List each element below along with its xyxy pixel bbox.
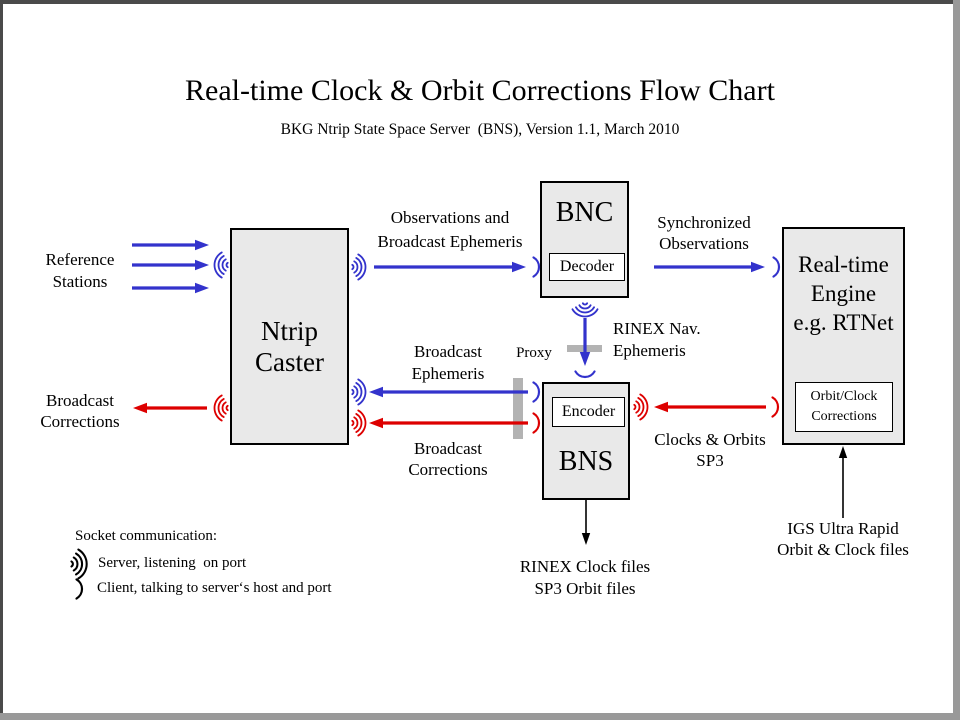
label-broadcast-ephemeris: Broadcast Ephemeris (411, 342, 485, 383)
label-rinex-files: RINEX Clock files SP3 Orbit files (519, 557, 651, 598)
label-broadcast-corrections-out: Broadcast Corrections (40, 391, 120, 431)
server-socket-icon (351, 409, 367, 437)
client-socket-icon (532, 381, 541, 403)
node-bns-encoder: Encoder (552, 397, 625, 427)
label-synchronized: Synchronized Observations (657, 213, 751, 253)
frame-left (0, 0, 3, 720)
label-observations: Observations and Broadcast Ephemeris (377, 208, 523, 251)
client-socket-icon (532, 412, 541, 434)
label-proxy: Proxy (516, 345, 552, 361)
arrowhead-rinex-nav (579, 352, 591, 366)
node-realtime-engine: Real-time Engine e.g. RTNet Orbit/Clock … (782, 227, 905, 445)
client-socket-icon (532, 256, 541, 278)
page-subtitle: BKG Ntrip State Space Server (BNS), Vers… (280, 121, 680, 138)
legend-server-socket-icon (70, 548, 88, 580)
server-socket-icon (351, 253, 367, 281)
node-bnc-decoder: Decoder (549, 253, 625, 281)
node-bnc-label: BNC (555, 197, 614, 228)
arrowhead-clocks-orbits (654, 401, 668, 413)
node-ntrip-caster: Ntrip Caster (230, 228, 349, 445)
label-clocks-orbits: Clocks & Orbits SP3 (654, 430, 766, 470)
node-orbit-clock-corrections: Orbit/Clock Corrections (795, 382, 893, 432)
arrowhead-observations (512, 261, 526, 273)
legend-heading: Socket communication: (75, 528, 218, 544)
frame-bottom (0, 713, 960, 720)
legend-client-label: Client, talking to server‘s host and por… (97, 580, 332, 596)
arrowhead-reference-2 (195, 259, 209, 271)
legend-server-label: Server, listening on port (98, 555, 247, 571)
node-realtime-engine-label: Real-time Engine e.g. RTNet (793, 252, 894, 335)
client-socket-icon (574, 370, 596, 379)
arrowhead-synchronized (751, 261, 765, 273)
label-rinex-nav: RINEX Nav. Ephemeris (613, 319, 701, 360)
arrowhead-broadcast-corrections-mid (369, 417, 383, 429)
label-reference-stations: Reference Stations (45, 250, 115, 291)
page-title: Real-time Clock & Orbit Corrections Flow… (185, 74, 775, 107)
server-socket-icon (351, 378, 367, 406)
arrowhead-rinex-files (581, 533, 591, 545)
node-bns: Encoder BNS (542, 382, 630, 500)
arrowhead-igs-files (838, 446, 848, 458)
legend-client-socket-icon (75, 578, 84, 600)
node-bnc: BNC Decoder (540, 181, 629, 298)
label-broadcast-corrections-mid: Broadcast Corrections (408, 439, 488, 479)
server-socket-icon (571, 302, 599, 318)
frame-right (953, 0, 960, 720)
proxy-bar-vertical (513, 378, 523, 439)
arrowhead-reference-1 (195, 239, 209, 251)
server-socket-icon (633, 393, 649, 421)
node-ntrip-caster-label: Ntrip Caster (255, 316, 324, 377)
arrowhead-reference-3 (195, 282, 209, 294)
label-igs-files: IGS Ultra Rapid Orbit & Clock files (777, 519, 909, 559)
server-socket-icon (213, 394, 229, 422)
frame-top (0, 0, 960, 4)
node-bns-label: BNS (558, 446, 614, 477)
arrowhead-broadcast-ephemeris (369, 386, 383, 398)
arrowhead-broadcast-corrections-out (133, 402, 147, 414)
server-socket-icon (213, 251, 229, 279)
client-socket-icon (772, 256, 781, 278)
client-socket-icon (771, 396, 780, 418)
